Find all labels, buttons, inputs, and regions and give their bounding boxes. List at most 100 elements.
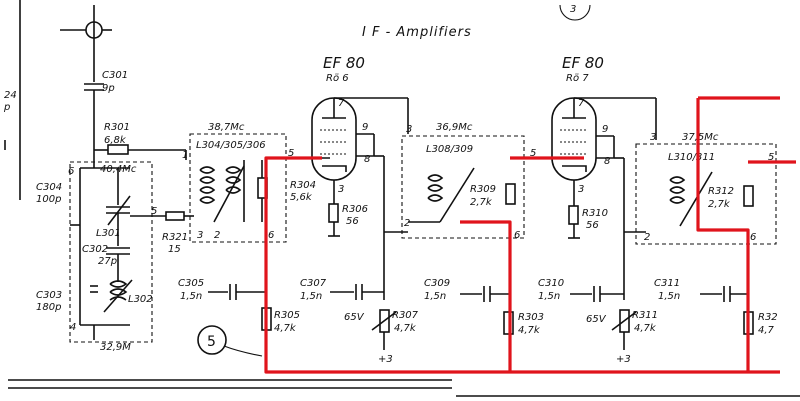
callout-circle [197,325,227,355]
callout-leader [223,345,263,357]
l302-tune-arrow [103,279,133,313]
filter1-tune-arrow [213,165,245,223]
freq-32-9: 32,9M [100,342,131,353]
c310-name: C310 [538,278,564,289]
filter3-name: L310/311 [668,152,715,163]
corner-circle-mark [559,4,591,21]
filter2-pin-2: 2 [404,218,410,229]
tube2-name: EF 80 [562,54,604,72]
filter1-coil-a [199,166,216,204]
c301-value: 9p [102,83,115,94]
c302-name: C302 [82,244,108,255]
r301-name: R301 [104,122,130,133]
filter1-name: L304/305/306 [196,140,266,151]
r311-value: 4,7k [634,323,657,334]
c302-value: 27p [98,256,117,267]
l301-tune-arrow [107,195,131,226]
c304-value: 100p [36,194,61,205]
c305-name: C305 [178,278,204,289]
tube2-pin-9: 9 [602,124,608,135]
r306-resistor [328,203,339,223]
c304-name: C304 [36,182,62,193]
r306-value: 56 [346,216,359,227]
c301-name: C301 [102,70,128,81]
r321-value: 15 [168,244,181,255]
filter1-freq: 38,7Mc [208,122,245,133]
r307-value: 4,7k [394,323,417,334]
c311-name: C311 [654,278,680,289]
tube2-ref: Rö 7 [566,73,589,84]
filter1-pin-2: 2 [214,230,220,241]
r310-value: 56 [586,220,599,231]
tube1-cathode [322,165,347,172]
r306-name: R306 [342,204,368,215]
voltage-65-b: 65V [586,314,607,325]
tube1-name: EF 80 [323,54,365,72]
filter3-pin-2: 2 [644,232,650,243]
r312-name: R312 [708,186,734,197]
filter2-pin-5: 5 [530,148,536,159]
l301-label: L301 [96,228,121,239]
tube2-pin-3: 3 [578,184,584,195]
filter1-pin-6: 6 [268,230,274,241]
r307-name: R307 [392,310,419,321]
margin-label-24: 24 [4,90,17,101]
tube2-pin-7: 7 [578,98,585,109]
r312-resistor [743,185,754,207]
tube1-pin-9: 9 [362,122,368,133]
c309-name: C309 [424,278,450,289]
filter3-pin-5: 5 [768,152,774,163]
r309-resistor [505,183,516,205]
supply-plus3-a: +3 [378,354,393,365]
r303-value: 4,7k [518,325,541,336]
input-tank-box [69,161,153,343]
filter3-pin-6: 6 [750,232,756,243]
r301-value: 6,8k [104,135,127,146]
filter2-freq: 36,9Mc [436,122,473,133]
tube1-ref: Rö 6 [326,73,349,84]
tube1-pin-3: 3 [338,184,344,195]
corner-mark-label: 3 [570,4,576,15]
filter1-box [189,133,287,243]
r32x-value: 4,7 [758,325,775,336]
filter3-pin-3: 3 [650,132,656,143]
tube2-pin-8: 8 [604,156,610,167]
c303-value: 180p [36,302,61,313]
red-highlight-path-1 [264,156,780,374]
red-highlight-path-5 [696,98,750,372]
r305-name: R305 [274,310,300,321]
r311-tune-arrow [611,311,637,331]
filter2-coil [427,174,444,202]
filter2-tune-arrow [439,167,475,223]
filter1-pin-1: 1 [182,150,188,161]
l302-label: L302 [128,294,153,305]
c305-value: 1,5n [180,291,202,302]
schematic-title: I F - Amplifiers [362,25,472,40]
r304-value: 5,6k [290,192,313,203]
r309-name: R309 [470,184,496,195]
r310-resistor [568,205,579,225]
filter2-name: L308/309 [426,144,473,155]
r307-tune-arrow [371,311,397,331]
filter3-freq: 37,5Mc [682,132,719,143]
r310-name: R310 [582,208,608,219]
pin-4-left: 4 [70,322,76,333]
r309-value: 2,7k [470,197,493,208]
c307-value: 1,5n [300,291,322,302]
filter2-pin-6: 6 [514,230,520,241]
r305-value: 4,7k [274,323,297,334]
r32x-name: R32 [758,312,778,323]
red-highlight-path-2 [460,220,512,372]
tube2-cathode [562,165,587,172]
supply-plus3-b: +3 [616,354,631,365]
filter3-box [635,143,777,245]
callout-label: 5 [207,334,216,350]
r321-resistor [165,211,185,221]
c309-value: 1,5n [424,291,446,302]
voltage-65-a: 65V [344,312,365,323]
margin-label-p: p [3,102,10,113]
filter3-tune-arrow [679,171,713,227]
r311-name: R311 [632,310,658,321]
filter3-coil [669,176,686,204]
